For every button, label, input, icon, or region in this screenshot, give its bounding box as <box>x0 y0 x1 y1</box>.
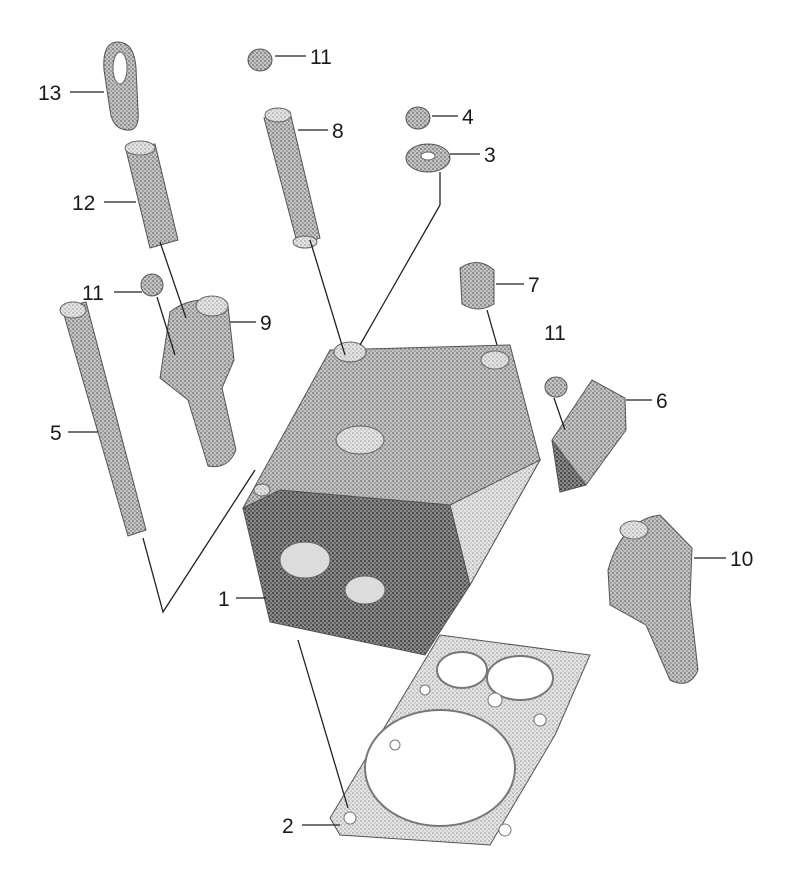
valve-cap-part <box>459 262 495 310</box>
callout-label-3: 3 <box>484 144 496 167</box>
callout-label-8: 8 <box>332 120 344 143</box>
callout-labels: 13 12 11 8 4 3 7 11 9 11 5 6 10 1 2 <box>38 46 753 838</box>
long-bolt-part <box>59 301 147 537</box>
cylinder-head-part <box>241 341 542 656</box>
callout-label-5: 5 <box>50 422 62 445</box>
callout-label-11-left: 11 <box>82 282 104 305</box>
callout-label-11-top: 11 <box>310 46 332 69</box>
rocker-bracket-part <box>551 379 627 493</box>
cylinder-sleeve-part <box>124 140 179 249</box>
washer-part <box>405 143 451 173</box>
callout-label-11-right: 11 <box>544 322 566 345</box>
callout-label-9: 9 <box>260 312 272 335</box>
leader-lines <box>68 55 726 826</box>
callout-label-12: 12 <box>72 192 95 215</box>
callout-label-4: 4 <box>462 106 474 129</box>
rocker-arm-right-part <box>607 514 699 684</box>
small-nut-right-part <box>544 376 568 398</box>
callout-label-7: 7 <box>528 274 540 297</box>
rocker-arm-left-part <box>159 295 237 468</box>
small-nut-top-part <box>247 48 273 72</box>
callout-label-6: 6 <box>656 390 668 413</box>
head-gasket-part <box>329 634 591 846</box>
lifting-eye-part <box>103 41 139 131</box>
nut-part <box>405 106 431 130</box>
callout-label-10: 10 <box>730 548 753 571</box>
small-nut-left-part <box>140 273 164 297</box>
callout-label-2: 2 <box>282 815 294 838</box>
callout-label-13: 13 <box>38 82 61 105</box>
callout-label-1: 1 <box>218 588 230 611</box>
stud-bolt-part <box>263 107 321 249</box>
